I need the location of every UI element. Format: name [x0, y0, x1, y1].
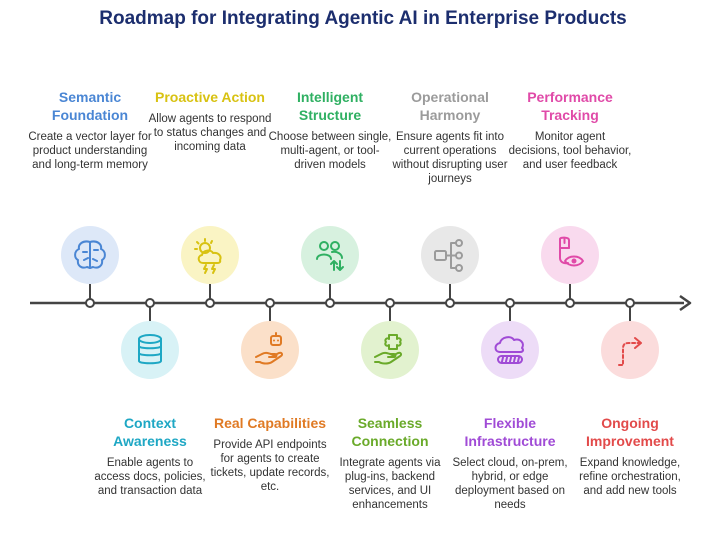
step-description: Enable agents to access docs, policies, …: [94, 457, 206, 497]
cloud-server-icon: [481, 321, 539, 379]
timeline-node-performance-tracking: [565, 298, 575, 308]
step-heading: Operational Harmony: [411, 89, 489, 123]
robot-hand-icon: [241, 321, 299, 379]
brain-icon: [61, 226, 119, 284]
weather-storm-icon: [181, 226, 239, 284]
mouse-eye-icon: [541, 226, 599, 284]
timeline-node-intelligent-structure: [325, 298, 335, 308]
database-icon: [121, 321, 179, 379]
timeline-node-proactive-action: [205, 298, 215, 308]
timeline-node-real-capabilities: [265, 298, 275, 308]
step-description: Allow agents to respond to status change…: [148, 113, 272, 153]
timeline-arrowhead: [679, 294, 692, 312]
timeline-node-ongoing-improvement: [625, 298, 635, 308]
timeline-node-operational-harmony: [445, 298, 455, 308]
page-title: Roadmap for Integrating Agentic AI in En…: [99, 8, 627, 29]
step-description: Expand knowledge, refine orchestration, …: [579, 457, 681, 497]
step-description: Select cloud, on-prem, hybrid, or edge d…: [452, 457, 568, 511]
step-description: Provide API endpoints for agents to crea…: [210, 439, 330, 493]
step-heading: Performance Tracking: [527, 89, 613, 123]
flow-tree-icon: [421, 226, 479, 284]
step-heading: Seamless Connection: [351, 415, 429, 449]
step-heading: Real Capabilities: [213, 415, 327, 431]
timeline-node-seamless-connection: [385, 298, 395, 308]
step-heading: Intelligent Structure: [296, 89, 364, 123]
puzzle-hand-icon: [361, 321, 419, 379]
step-description: Integrate agents via plug-ins, backend s…: [339, 457, 441, 511]
timeline-node-semantic-foundation: [85, 298, 95, 308]
timeline-node-context-awareness: [145, 298, 155, 308]
users-arrows-icon: [301, 226, 359, 284]
step-description: Choose between single, multi-agent, or t…: [268, 131, 392, 171]
step-heading: Flexible Infrastructure: [464, 415, 556, 449]
step-heading: Context Awareness: [113, 415, 187, 449]
step-heading: Semantic Foundation: [51, 89, 129, 123]
step-heading: Proactive Action: [155, 89, 265, 105]
path-arrow-icon: [601, 321, 659, 379]
step-description: Ensure agents fit into current operation…: [392, 131, 508, 185]
step-description: Monitor agent decisions, tool behavior, …: [508, 131, 632, 171]
timeline-node-flexible-infrastructure: [505, 298, 515, 308]
step-heading: Ongoing Improvement: [586, 415, 674, 449]
step-description: Create a vector layer for product unders…: [28, 131, 152, 171]
